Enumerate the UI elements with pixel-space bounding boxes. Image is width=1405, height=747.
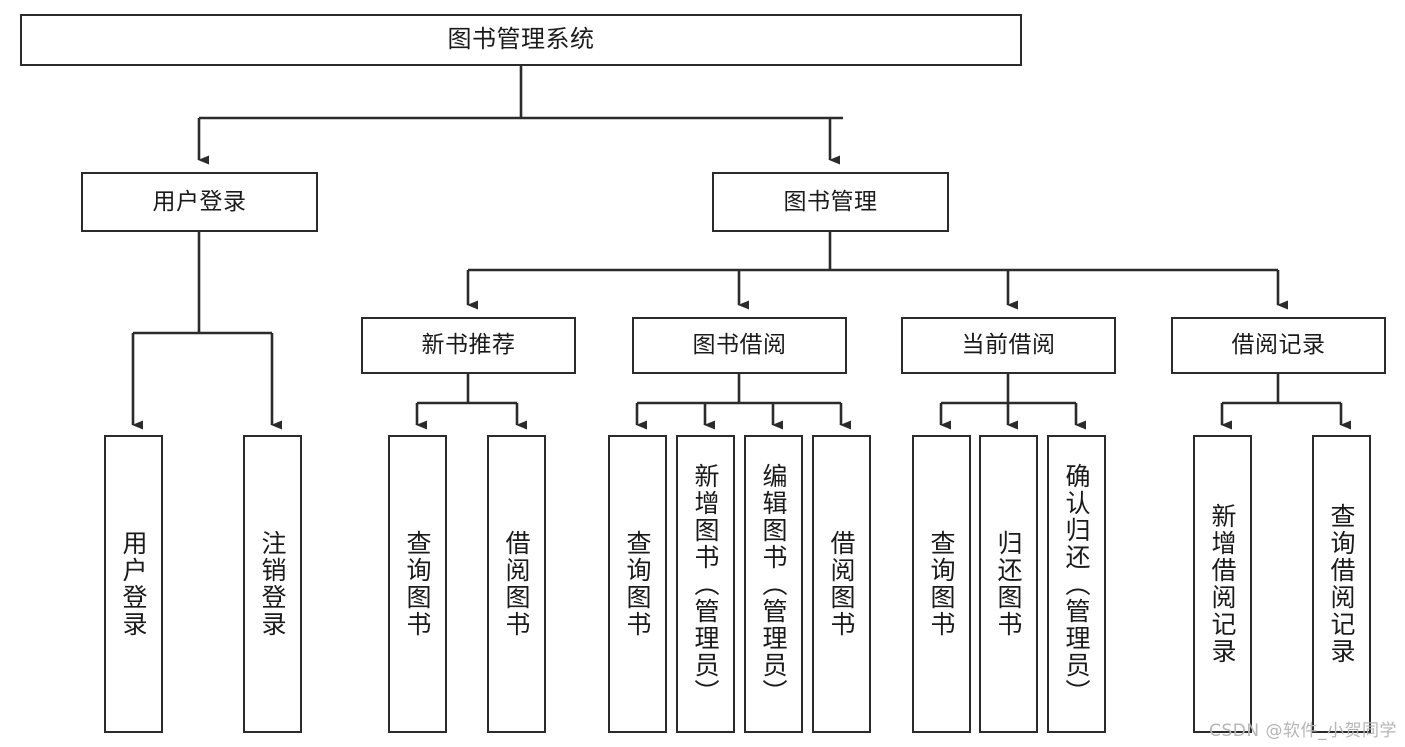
node-label: 新增图书（管理员） (691, 462, 720, 706)
node-new-book-recommend[interactable]: 新书推荐 (361, 317, 576, 374)
node-book-management[interactable]: 图书管理 (712, 172, 949, 232)
node-root-book-management-system[interactable]: 图书管理系统 (20, 14, 1022, 66)
node-label: 查询图书 (403, 530, 432, 638)
node-label: 借阅图书 (502, 530, 531, 638)
node-leaf-confirm-return-admin[interactable]: 确认归还（管理员） (1047, 435, 1106, 733)
node-leaf-query-borrow-record[interactable]: 查询借阅记录 (1312, 435, 1371, 733)
node-label: 查询借阅记录 (1327, 503, 1356, 665)
node-user-login[interactable]: 用户登录 (81, 172, 318, 232)
node-label: 借阅记录 (1231, 332, 1326, 359)
node-label: 新书推荐 (421, 332, 516, 359)
node-label: 确认归还（管理员） (1062, 462, 1091, 706)
node-label: 查询图书 (623, 530, 652, 638)
node-label: 归还图书 (994, 530, 1023, 638)
node-leaf-query-book-current[interactable]: 查询图书 (912, 435, 971, 733)
node-leaf-logout[interactable]: 注销登录 (243, 435, 302, 733)
node-label: 借阅图书 (827, 530, 856, 638)
node-label: 编辑图书（管理员） (759, 462, 788, 706)
node-leaf-add-borrow-record[interactable]: 新增借阅记录 (1193, 435, 1252, 733)
node-label: 图书管理 (783, 188, 878, 215)
node-label: 图书管理系统 (447, 25, 595, 54)
node-current-borrow[interactable]: 当前借阅 (901, 317, 1116, 374)
node-leaf-query-book-newbook[interactable]: 查询图书 (388, 435, 447, 733)
watermark-text: CSDN @软件_小贺同学 (1209, 721, 1397, 741)
node-label: 查询图书 (927, 530, 956, 638)
node-leaf-edit-book-admin[interactable]: 编辑图书（管理员） (744, 435, 803, 733)
node-leaf-add-book-admin[interactable]: 新增图书（管理员） (676, 435, 735, 733)
node-leaf-user-login[interactable]: 用户登录 (104, 435, 163, 733)
node-label: 图书借阅 (692, 332, 787, 359)
node-label: 注销登录 (258, 530, 287, 638)
node-borrow-record[interactable]: 借阅记录 (1171, 317, 1386, 374)
node-label: 用户登录 (119, 530, 148, 638)
node-leaf-borrow-book-newbook[interactable]: 借阅图书 (487, 435, 546, 733)
node-leaf-borrow-book[interactable]: 借阅图书 (812, 435, 871, 733)
node-leaf-return-book[interactable]: 归还图书 (979, 435, 1038, 733)
node-label: 新增借阅记录 (1208, 503, 1237, 665)
node-label: 用户登录 (152, 188, 247, 215)
node-leaf-query-book-borrow[interactable]: 查询图书 (608, 435, 667, 733)
node-label: 当前借阅 (961, 332, 1056, 359)
node-book-borrow[interactable]: 图书借阅 (632, 317, 847, 374)
